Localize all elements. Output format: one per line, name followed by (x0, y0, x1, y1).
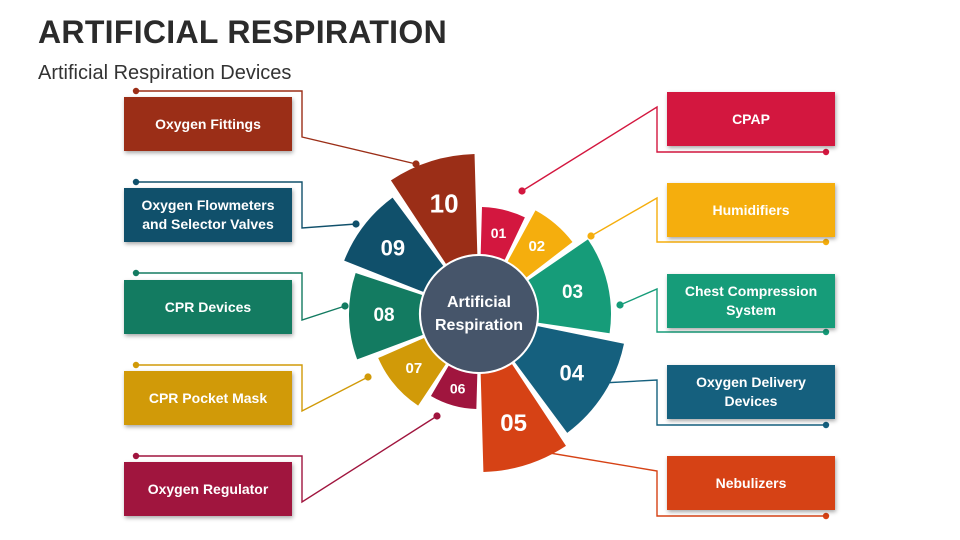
connector-line-03 (619, 287, 826, 333)
connector-line-02 (590, 196, 826, 243)
connector-end-dot-07 (132, 361, 140, 369)
connector-dot-10 (412, 160, 420, 168)
connector-dot-03 (616, 301, 624, 309)
segment-10 (390, 154, 478, 264)
connector-line-07 (136, 364, 369, 413)
segment-number-08: 08 (373, 305, 394, 326)
segment-07 (378, 338, 446, 406)
segment-number-09: 09 (381, 235, 405, 260)
connector-dot-06 (433, 412, 441, 420)
segment-08 (349, 272, 423, 360)
connector-end-dot-08 (132, 269, 140, 277)
page-title: ARTIFICIAL RESPIRATION (38, 14, 447, 50)
connector-line-09 (136, 181, 357, 229)
connector-dot-08 (341, 302, 349, 310)
connector-line-06 (136, 415, 438, 504)
connector-line-08 (136, 272, 346, 321)
label-box-02: Humidifiers (667, 183, 835, 237)
connector-dot-09 (352, 220, 360, 228)
segment-03 (528, 239, 611, 334)
connector-dot-07 (364, 373, 372, 381)
connector-line-04 (601, 379, 826, 426)
connector-line-10 (136, 90, 417, 165)
segment-number-02: 02 (528, 238, 545, 255)
segment-02 (507, 210, 573, 278)
segment-number-05: 05 (500, 410, 527, 437)
segment-number-03: 03 (562, 282, 583, 303)
center-circle (421, 256, 537, 372)
connector-dot-02 (587, 232, 595, 240)
connector-end-dot-02 (822, 238, 830, 246)
connector-end-dot-05 (822, 512, 830, 520)
segment-number-01: 01 (491, 225, 507, 241)
segment-05 (480, 364, 566, 472)
segment-number-07: 07 (406, 360, 423, 377)
connector-end-dot-01 (822, 148, 830, 156)
connector-end-dot-09 (132, 178, 140, 186)
segment-number-04: 04 (560, 361, 585, 386)
label-box-03: Chest Compression System (667, 274, 835, 328)
connector-end-dot-10 (132, 87, 140, 95)
segment-number-06: 06 (450, 380, 466, 396)
connector-dot-01 (518, 187, 526, 195)
segment-06 (430, 365, 478, 409)
center-label: Artificial Respiration (434, 294, 523, 334)
label-box-05: Nebulizers (667, 456, 835, 510)
connector-end-dot-04 (822, 421, 830, 429)
segment-01 (480, 207, 525, 260)
label-box-09: Oxygen Flowmeters and Selector Valves (124, 188, 292, 242)
connector-end-dot-03 (822, 328, 830, 336)
label-box-06: Oxygen Regulator (124, 462, 292, 516)
page-subtitle: Artificial Respiration Devices (38, 62, 292, 84)
label-box-10: Oxygen Fittings (124, 97, 292, 151)
segment-04 (514, 326, 624, 433)
connector-line-01 (521, 105, 826, 192)
connector-end-dot-06 (132, 452, 140, 460)
label-box-04: Oxygen Delivery Devices (667, 365, 835, 419)
connector-line-05 (513, 446, 826, 517)
label-box-07: CPR Pocket Mask (124, 371, 292, 425)
segment-09 (344, 197, 444, 292)
label-box-08: CPR Devices (124, 280, 292, 334)
segment-number-10: 10 (430, 188, 459, 218)
label-box-01: CPAP (667, 92, 835, 146)
